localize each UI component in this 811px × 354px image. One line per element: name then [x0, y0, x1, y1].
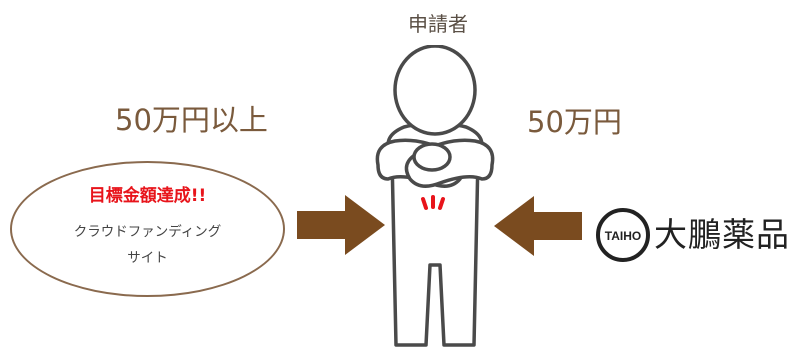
left-amount-label: 50万円以上: [115, 103, 268, 137]
crowdfunding-site-label-line1: クラウドファンディング: [73, 224, 222, 240]
goal-achieved-text: 目標金額達成!!: [88, 186, 207, 206]
crowdfunding-site-ellipse: 目標金額達成!! クラウドファンディング サイト: [10, 161, 285, 297]
arrow-right-icon: [297, 195, 385, 255]
crowdfunding-site-label-line2: サイト: [127, 250, 168, 266]
taiho-logo-icon: TAIHO: [596, 208, 650, 262]
arrow-left-icon: [494, 196, 582, 256]
right-amount-label: 50万円: [527, 105, 622, 139]
applicant-person-icon: [375, 45, 495, 347]
logo-text: TAIHO: [605, 229, 641, 243]
sponsor-name: 大鵬薬品: [654, 215, 790, 254]
applicant-label: 申請者: [408, 12, 468, 36]
